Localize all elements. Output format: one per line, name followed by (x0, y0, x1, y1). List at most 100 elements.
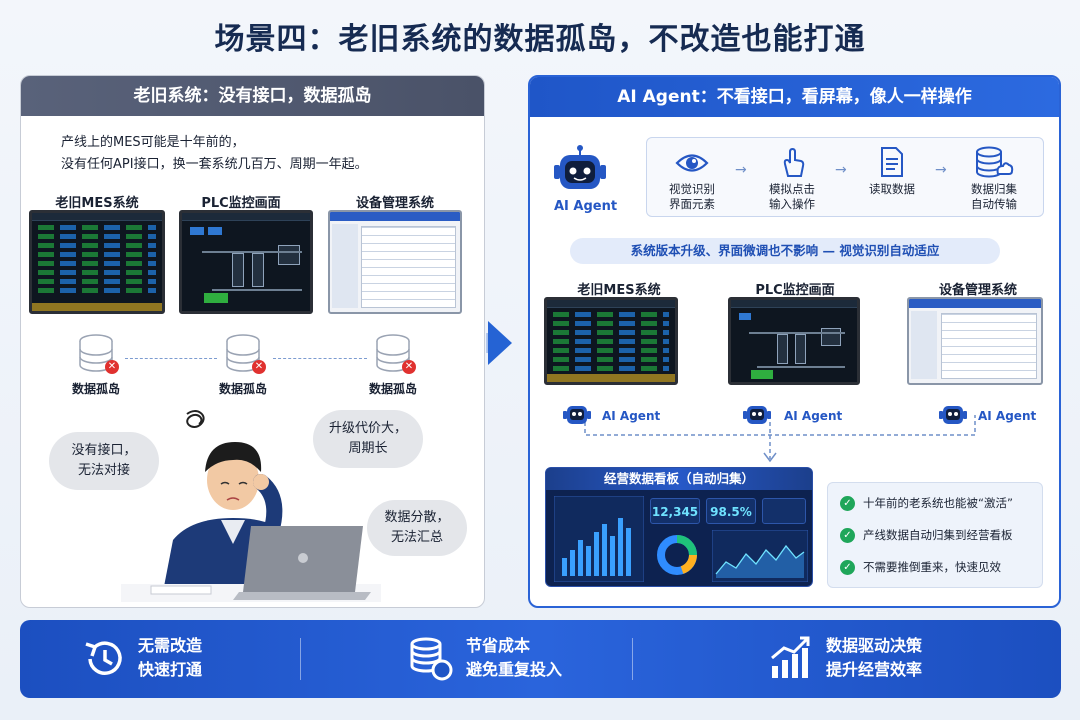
agent-equipment-label: 设备管理系统 (938, 283, 1017, 298)
pain-cloud-b-line-1: 升级代价大， (328, 421, 407, 436)
legacy-intro-line-1: 产线上的MES可能是十年前的， (61, 135, 245, 150)
robot-icon (554, 145, 606, 189)
legacy-equipment-screen (328, 210, 462, 314)
stress-scribble-icon (186, 410, 205, 428)
step-1-line-2: 界面元素 (669, 197, 715, 211)
check-item-1: ✓ 十年前的老系统也能被“激活” (840, 495, 1013, 511)
history-clock-icon (85, 641, 122, 675)
dashboard-kpi-1: 12,345 (650, 498, 700, 524)
agent-workflow: 视觉识别 界面元素 → 模拟点击 输入操作 → 读取数据 → 数 (646, 137, 1044, 217)
mes-agent-robot-icon (563, 406, 591, 424)
check-item-1-text: 十年前的老系统也能被“激活” (863, 496, 1013, 510)
plc-agent-label: AI Agent (784, 409, 843, 423)
agent-plc-label: PLC监控画面 (755, 283, 835, 298)
legacy-mes-label: 老旧MES系统 (55, 196, 139, 211)
benefits-footer: 无需改造 快速打通 节省成本 避免重复投入 数据驱动决策 提升经营效率 (20, 620, 1061, 698)
benefit-2-line-1: 节省成本 (466, 636, 531, 655)
check-item-3: ✓ 不需要推倒重来，快速见效 (840, 559, 1001, 575)
dashboard-area-chart (712, 530, 808, 582)
dashboard-kpi-3 (762, 498, 806, 524)
database-cloud-icon (976, 146, 1014, 178)
step-data-collection: 数据归集 自动传输 (959, 146, 1029, 212)
step-simulate-click: 模拟点击 输入操作 (757, 146, 827, 212)
broken-link-1 (125, 358, 217, 359)
footer-divider-1 (300, 638, 301, 680)
equipment-agent-robot-icon (939, 406, 967, 424)
transition-arrow-icon (488, 321, 512, 365)
data-island-label-2: 数据孤岛 (218, 382, 267, 396)
worried-worker-illustration (121, 410, 381, 602)
agent-mes-screen (544, 297, 678, 385)
benefit-2-line-2: 避免重复投入 (466, 660, 563, 679)
legacy-intro: 产线上的MES可能是十年前的， 没有任何API接口，换一套系统几百万、周期一年起… (61, 132, 368, 176)
benefit-no-retrofit: 无需改造 快速打通 (138, 634, 202, 682)
legacy-equipment-database-icon (376, 334, 410, 372)
pain-cloud-a-line-2: 无法对接 (77, 463, 130, 478)
check-item-2: ✓ 产线数据自动归集到经营看板 (840, 527, 1013, 543)
mes-agent-label: AI Agent (602, 409, 661, 423)
business-dashboard: 经营数据看板（自动归集） 12,345 98.5% (545, 467, 813, 587)
coins-icon (410, 637, 453, 681)
plc-agent-robot-icon (743, 406, 771, 424)
eye-icon (675, 154, 709, 172)
agent-panel: AI Agent：不看接口，看屏幕，像人一样操作 AI Agent 视觉识别 界… (528, 75, 1061, 608)
benefit-data-driven: 数据驱动决策 提升经营效率 (826, 634, 922, 682)
step-visual-recognition: 视觉识别 界面元素 (657, 148, 727, 212)
pain-cloud-c-line-1: 数据分散， (384, 510, 450, 525)
step-3-line-1: 读取数据 (869, 182, 915, 196)
legacy-equipment-error-icon: ✕ (402, 360, 416, 374)
benefit-3-line-1: 数据驱动决策 (826, 636, 923, 655)
flow-arrow-1-icon: → (735, 162, 747, 178)
benefit-checklist: ✓ 十年前的老系统也能被“激活” ✓ 产线数据自动归集到经营看板 ✓ 不需要推倒重来，… (827, 482, 1043, 588)
legacy-plc-database-icon (226, 334, 260, 372)
agent-mes-label: 老旧MES系统 (577, 283, 661, 298)
legacy-mes-error-icon: ✕ (105, 360, 119, 374)
legacy-plc-error-icon: ✕ (252, 360, 266, 374)
check-item-3-text: 不需要推倒重来，快速见效 (863, 560, 1001, 574)
step-read-data: 读取数据 (857, 146, 927, 197)
main-agent-label: AI Agent (554, 199, 618, 214)
dashboard-bar-chart (554, 496, 644, 582)
legacy-mes-screen (29, 210, 165, 314)
benefit-cost-saving: 节省成本 避免重复投入 (466, 634, 562, 682)
page-title: 场景四：老旧系统的数据孤岛，不改造也能打通 (214, 22, 866, 57)
footer-divider-2 (632, 638, 633, 680)
equipment-agent-label: AI Agent (978, 409, 1037, 423)
dashboard-donut-chart (657, 535, 697, 575)
document-icon (881, 147, 903, 177)
dashboard-title: 经营数据看板（自动归集） (546, 468, 812, 490)
pain-cloud-scattered-data: 数据分散，无法汇总 (367, 500, 467, 556)
benefit-1-line-1: 无需改造 (138, 636, 203, 655)
agent-plc-screen (728, 297, 860, 385)
step-1-line-1: 视觉识别 (669, 182, 715, 196)
agent-connector-lines (584, 415, 976, 463)
agent-equipment-screen (907, 297, 1043, 385)
step-2-line-2: 输入操作 (769, 197, 815, 211)
pain-cloud-b-line-2: 周期长 (348, 441, 388, 456)
flow-arrow-3-icon: → (935, 162, 947, 178)
flow-arrow-2-icon: → (835, 162, 847, 178)
legacy-panel-header: 老旧系统：没有接口，数据孤岛 (21, 76, 484, 116)
legacy-plc-label: PLC监控画面 (201, 196, 281, 211)
auto-adapt-note: 系统版本升级、界面微调也不影响 — 视觉识别自动适应 (570, 238, 1000, 264)
data-island-label-1: 数据孤岛 (71, 382, 120, 396)
step-4-line-1: 数据归集 (971, 182, 1017, 196)
legacy-intro-line-2: 没有任何API接口，换一套系统几百万、周期一年起。 (61, 157, 368, 172)
check-item-2-text: 产线数据自动归集到经营看板 (863, 528, 1013, 542)
dashboard-kpi-2: 98.5% (706, 498, 756, 524)
step-2-line-1: 模拟点击 (769, 182, 815, 196)
legacy-plc-screen (179, 210, 313, 314)
benefit-1-line-2: 快速打通 (138, 660, 203, 679)
check-icon: ✓ (840, 495, 855, 511)
benefit-3-line-2: 提升经营效率 (826, 660, 923, 679)
data-island-label-3: 数据孤岛 (368, 382, 417, 396)
step-4-line-2: 自动传输 (971, 197, 1017, 211)
check-icon: ✓ (840, 527, 855, 543)
tap-hand-icon (783, 147, 805, 177)
growth-chart-icon (771, 636, 810, 678)
broken-link-2 (273, 358, 367, 359)
pain-cloud-no-interface: 没有接口，无法对接 (49, 432, 159, 490)
pain-cloud-upgrade-cost: 升级代价大， 周期长 (313, 410, 423, 468)
legacy-panel: 老旧系统：没有接口，数据孤岛 产线上的MES可能是十年前的， 没有任何API接口… (20, 75, 485, 608)
check-icon: ✓ (840, 559, 855, 575)
